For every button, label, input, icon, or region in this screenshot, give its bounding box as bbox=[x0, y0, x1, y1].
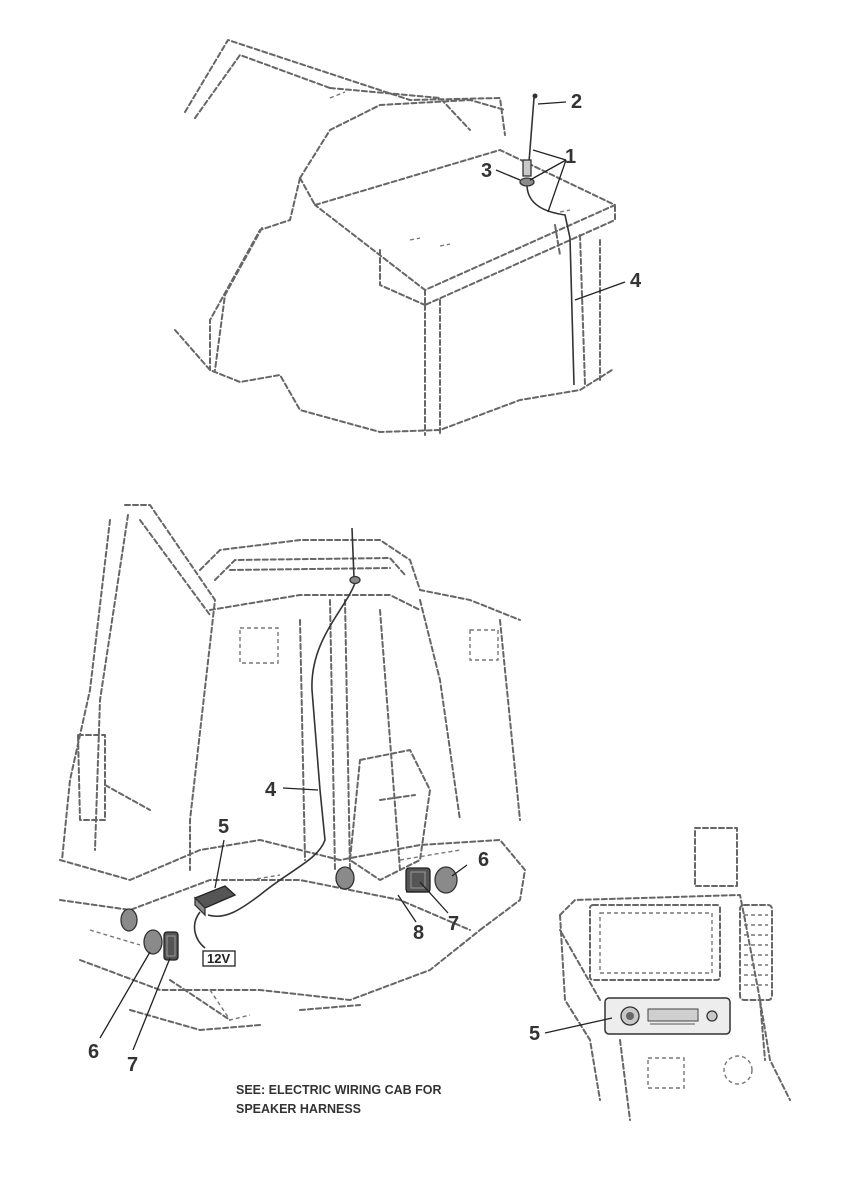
callout-5-inset: 5 bbox=[529, 1023, 540, 1045]
cab-lower-edge bbox=[174, 329, 613, 433]
upper-window-left bbox=[239, 627, 279, 664]
wiring-note-line-1: SEE: ELECTRIC WIRING CAB FOR bbox=[236, 1083, 442, 1097]
callout-4-bottom: 4 bbox=[265, 779, 277, 801]
leader-6-left bbox=[99, 951, 151, 1039]
console-grille-frame bbox=[739, 904, 773, 1001]
wiring-note-line-2: SPEAKER HARNESS bbox=[236, 1102, 362, 1116]
door-frame bbox=[61, 504, 216, 871]
leader-7-left bbox=[132, 957, 171, 1051]
floor-details bbox=[89, 849, 461, 1021]
antenna-mount-bottom bbox=[349, 575, 361, 585]
callout-5: 5 bbox=[218, 816, 229, 838]
console-switch-panel bbox=[647, 1057, 685, 1089]
speaker-left-upper bbox=[120, 908, 138, 932]
dashboard bbox=[59, 839, 526, 1031]
seat bbox=[349, 749, 431, 881]
wiring-note: SEE: ELECTRIC WIRING CAB FOR SPEAKER HAR… bbox=[236, 1081, 536, 1119]
leader-4-bottom bbox=[282, 787, 319, 791]
radio-volume-knob-center bbox=[626, 1012, 634, 1020]
cab-roof-view: 2 1 3 4 bbox=[174, 39, 642, 436]
callout-7-right: 7 bbox=[448, 913, 459, 935]
radio-tune-knob bbox=[706, 1010, 718, 1022]
speaker-right-6 bbox=[434, 866, 458, 894]
radio-power-wire bbox=[193, 911, 206, 949]
roof-panel bbox=[314, 149, 616, 306]
radio-lcd bbox=[647, 1008, 699, 1022]
antenna-tip bbox=[532, 93, 538, 99]
leader-1 bbox=[529, 149, 567, 213]
leader-8 bbox=[397, 894, 417, 923]
callout-3: 3 bbox=[481, 160, 492, 182]
speaker-grille-right-inner bbox=[410, 871, 426, 889]
console-top-box bbox=[694, 827, 738, 887]
leader-3 bbox=[495, 169, 521, 181]
callout-4-top: 4 bbox=[630, 270, 642, 292]
antenna-base bbox=[522, 159, 532, 177]
rear-post bbox=[424, 234, 601, 436]
console-outline bbox=[559, 894, 766, 1121]
speaker-left-6 bbox=[143, 929, 163, 955]
callout-2: 2 bbox=[571, 91, 582, 113]
leader-5 bbox=[214, 839, 225, 889]
roof-header bbox=[199, 539, 521, 621]
leader-4-top bbox=[574, 281, 626, 301]
console-round-dial bbox=[723, 1055, 753, 1085]
power-tag-label: 12V bbox=[207, 951, 230, 966]
antenna-cable-bottom bbox=[207, 582, 356, 917]
antenna-mast-bottom bbox=[351, 527, 355, 579]
radio-unit-side bbox=[194, 896, 206, 917]
console-right-edge bbox=[759, 999, 791, 1101]
callout-8: 8 bbox=[413, 922, 424, 944]
cab-interior-view: 12V 4 5 6 7 8 6 7 bbox=[59, 504, 526, 1076]
callout-7-left: 7 bbox=[127, 1054, 138, 1076]
speaker-center bbox=[335, 866, 355, 890]
console-grille bbox=[739, 904, 791, 1101]
leader-6-right bbox=[451, 864, 468, 877]
callout-1: 1 bbox=[565, 146, 576, 168]
console-display-screen bbox=[599, 912, 713, 974]
callout-6-left: 6 bbox=[88, 1041, 99, 1063]
console-display-frame bbox=[589, 904, 721, 981]
leader-2 bbox=[537, 101, 567, 105]
antenna-cable bbox=[526, 185, 575, 386]
speaker-grille-left-inner bbox=[166, 935, 176, 957]
cab-frame-outline bbox=[184, 39, 506, 371]
power-tag-box bbox=[202, 950, 236, 967]
rear-pillars bbox=[299, 599, 521, 871]
leader-7-right bbox=[419, 881, 449, 914]
leader-5-inset bbox=[544, 1017, 613, 1034]
upper-window-right bbox=[469, 629, 499, 661]
radio-console-inset: 5 bbox=[529, 827, 791, 1121]
roof-detail bbox=[329, 91, 571, 247]
callout-6-right: 6 bbox=[478, 849, 489, 871]
